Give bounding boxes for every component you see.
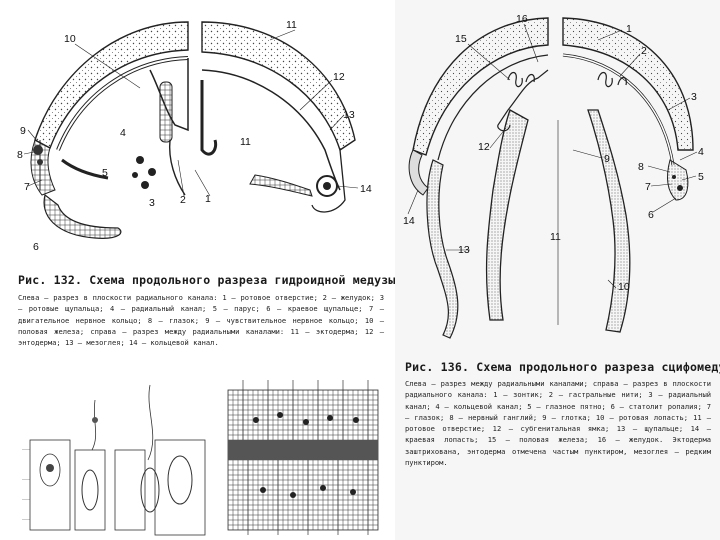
label-136-16: 16 bbox=[516, 13, 528, 25]
label-10: 10 bbox=[64, 33, 76, 45]
label-7: 7 bbox=[24, 181, 30, 193]
label-136-11: 11 bbox=[550, 231, 561, 243]
label-2: 2 bbox=[180, 194, 186, 206]
figure-136-diagram: 1 2 3 4 5 6 7 8 9 10 11 12 13 14 15 16 bbox=[398, 0, 718, 355]
umbrella-left-half bbox=[31, 22, 188, 238]
mouth-tentacles bbox=[132, 156, 156, 189]
figure-136-title: Рис. 136. Схема продольного разреза сциф… bbox=[405, 360, 720, 374]
scypho-umbrella-left bbox=[409, 18, 548, 338]
label-11-mid: 11 bbox=[240, 136, 251, 148]
svg-text:——: —— bbox=[22, 476, 30, 481]
label-136-9: 9 bbox=[604, 153, 610, 165]
label-9: 9 bbox=[20, 125, 26, 137]
label-13: 13 bbox=[343, 109, 355, 121]
figure-132-diagram: 1 2 3 4 5 6 7 8 9 10 11 11 12 13 14 bbox=[0, 0, 400, 255]
label-136-10: 10 bbox=[618, 281, 630, 293]
label-5: 5 bbox=[102, 167, 108, 179]
label-136-6: 6 bbox=[648, 209, 654, 221]
label-3: 3 bbox=[149, 197, 155, 209]
label-6: 6 bbox=[33, 241, 39, 253]
svg-text:——: —— bbox=[22, 496, 30, 501]
label-136-7: 7 bbox=[645, 181, 651, 193]
figure-136-caption: Слева — разрез между радиальными каналам… bbox=[405, 378, 711, 468]
label-11-top: 11 bbox=[286, 19, 297, 31]
label-12: 12 bbox=[333, 71, 345, 83]
label-136-1: 1 bbox=[626, 23, 632, 35]
label-136-2: 2 bbox=[641, 45, 647, 57]
figure-132-caption: Слева — разрез в плоскости радиального к… bbox=[18, 292, 384, 348]
umbrella-right-half bbox=[202, 22, 355, 212]
svg-text:——: —— bbox=[22, 446, 30, 451]
label-136-12: 12 bbox=[478, 141, 490, 153]
label-4: 4 bbox=[120, 127, 126, 139]
label-8: 8 bbox=[17, 149, 23, 161]
label-136-5: 5 bbox=[698, 171, 704, 183]
label-14: 14 bbox=[360, 183, 372, 195]
label-136-14: 14 bbox=[403, 215, 415, 227]
label-1: 1 bbox=[205, 193, 211, 205]
label-136-8: 8 bbox=[638, 161, 644, 173]
label-136-3: 3 bbox=[691, 91, 697, 103]
histology-cells-illustration: —— —— —— —— bbox=[20, 380, 220, 540]
label-136-4: 4 bbox=[698, 146, 704, 158]
epithelium-illustration bbox=[228, 380, 388, 540]
label-136-15: 15 bbox=[455, 33, 467, 45]
svg-text:——: —— bbox=[22, 516, 30, 521]
figure-132-title: Рис. 132. Схема продольного разреза гидр… bbox=[18, 273, 403, 287]
